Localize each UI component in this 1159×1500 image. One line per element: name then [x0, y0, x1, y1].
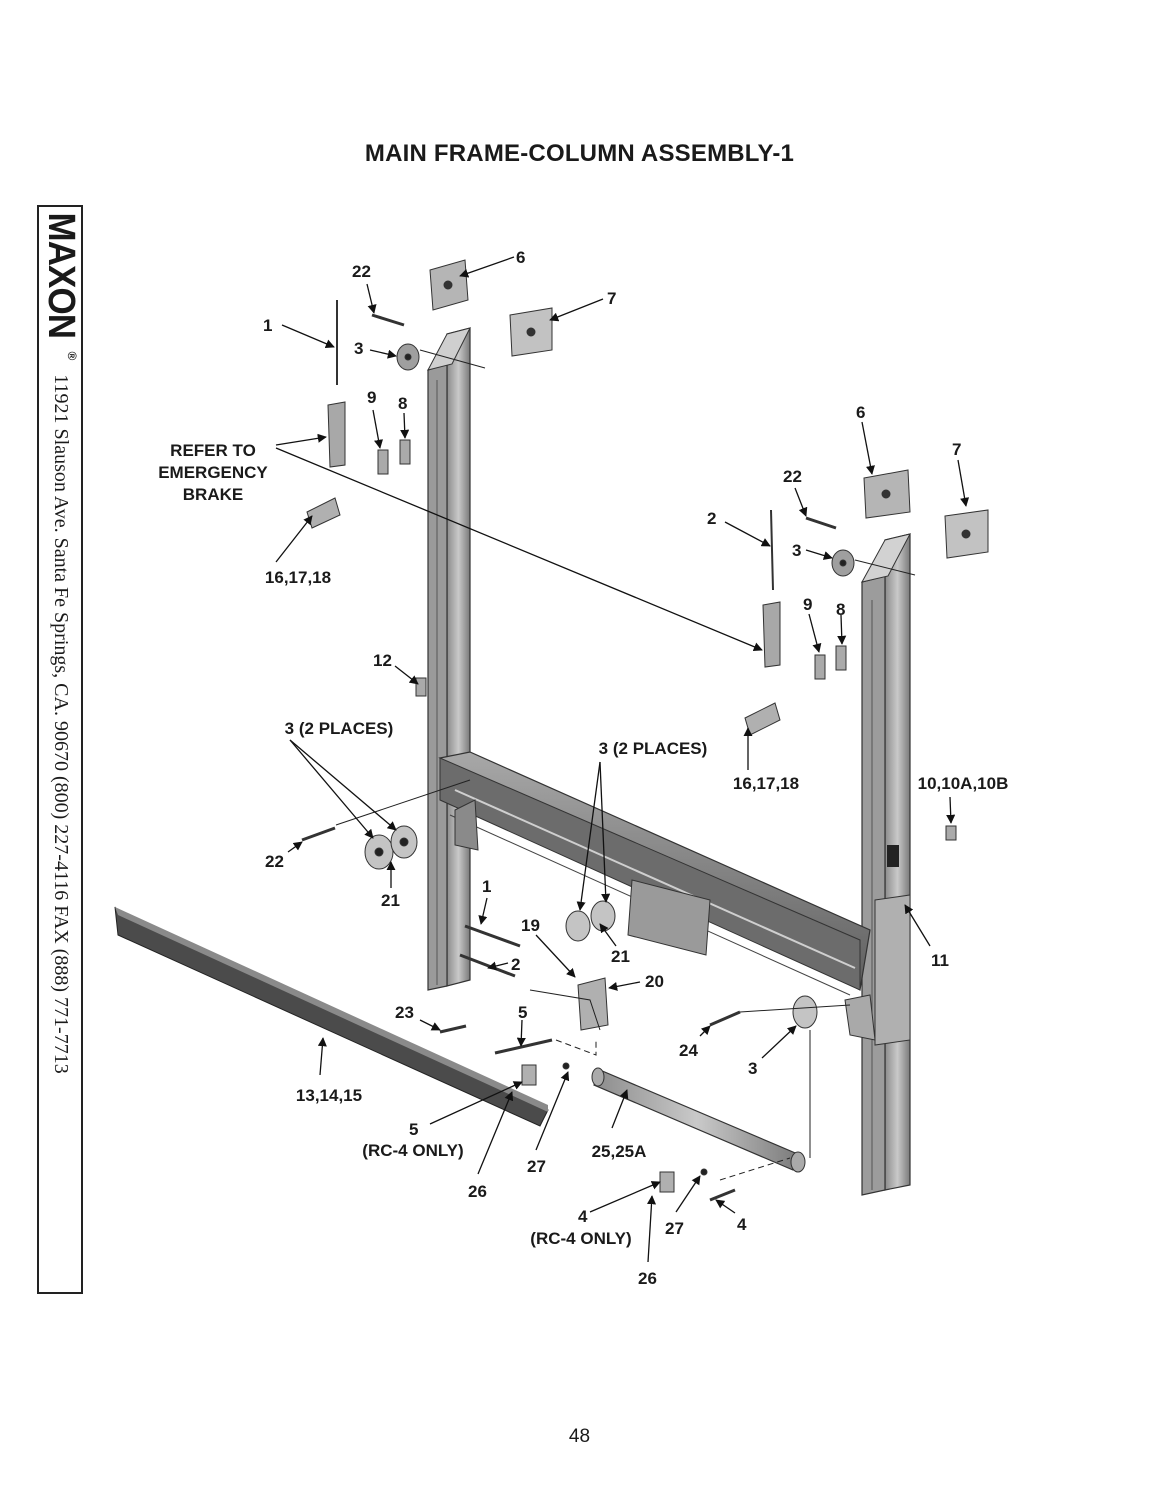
- callout-5-rc4: 5: [409, 1120, 418, 1139]
- refer-to-line-3: BRAKE: [183, 485, 243, 504]
- page-number: 48: [568, 1426, 591, 1447]
- callout-8-right: 8: [836, 600, 845, 619]
- callout-1-top: 1: [263, 316, 272, 335]
- callout-3-top-right: 3: [792, 541, 801, 560]
- callout-4-rc4: 4: [578, 1207, 588, 1226]
- callout-7-left: 7: [607, 289, 616, 308]
- callout-9-right: 9: [803, 595, 812, 614]
- callout-rc4-only-right: (RC-4 ONLY): [530, 1229, 631, 1248]
- callout-16-17-18-right: 16,17,18: [733, 774, 799, 793]
- callout-23: 23: [395, 1003, 414, 1022]
- callout-24: 24: [679, 1041, 698, 1060]
- assembly-lines: [335, 349, 916, 1181]
- callout-12: 12: [373, 651, 392, 670]
- sidebar-banner: MAXON ® 11921 Slauson Ave. Santa Fe Spri…: [37, 205, 83, 1294]
- callout-25-25a: 25,25A: [592, 1142, 647, 1161]
- callout-1-lower: 1: [482, 877, 491, 896]
- cross-beam: [438, 751, 876, 1041]
- left-column: [427, 327, 471, 991]
- callout-26-left: 26: [468, 1182, 487, 1201]
- callout-27-left: 27: [527, 1157, 546, 1176]
- callout-9-left: 9: [367, 388, 376, 407]
- callout-27-right: 27: [665, 1219, 684, 1238]
- page-title: MAIN FRAME-COLUMN ASSEMBLY-1: [364, 140, 795, 167]
- callout-10-10a-10b: 10,10A,10B: [918, 774, 1009, 793]
- callout-13-14-15: 13,14,15: [296, 1086, 362, 1105]
- runner-bar: [114, 906, 549, 1127]
- callout-3-lower-right: 3: [748, 1059, 757, 1078]
- callout-22-lower: 22: [265, 852, 284, 871]
- right-column: [861, 533, 911, 1196]
- callout-8-left: 8: [398, 394, 407, 413]
- hardware-parts: [301, 259, 989, 1202]
- leader-arrows: [275, 256, 970, 1263]
- callout-4-right: 4: [737, 1215, 747, 1234]
- callout-22-top-right: 22: [783, 467, 802, 486]
- callout-labels: 6 22 7 1 3 9 8 REFER TO EMERGENCY BRAKE …: [158, 248, 1008, 1288]
- callout-26-right: 26: [638, 1269, 657, 1288]
- callout-5-upper: 5: [518, 1003, 527, 1022]
- callout-7-right: 7: [952, 440, 961, 459]
- callout-rc4-only-left: (RC-4 ONLY): [362, 1141, 463, 1160]
- callout-22-top-left: 22: [352, 262, 371, 281]
- callout-6-right: 6: [856, 403, 865, 422]
- callout-20: 20: [645, 972, 664, 991]
- callout-2-top: 2: [707, 509, 716, 528]
- callout-6-left: 6: [516, 248, 525, 267]
- callout-3-2-places-left: 3 (2 PLACES): [285, 719, 394, 738]
- callout-3-2-places-right: 3 (2 PLACES): [599, 739, 708, 758]
- hydraulic-cylinder: [591, 1067, 806, 1173]
- refer-to-line-2: EMERGENCY: [158, 463, 268, 482]
- callout-19: 19: [521, 916, 540, 935]
- callout-2-lower: 2: [511, 955, 520, 974]
- callout-11: 11: [931, 951, 949, 970]
- callout-16-17-18-left: 16,17,18: [265, 568, 331, 587]
- callout-21-left: 21: [381, 891, 400, 910]
- callout-21-center: 21: [611, 947, 630, 966]
- callout-3-top-left: 3: [354, 339, 363, 358]
- refer-to-line-1: REFER TO: [170, 441, 256, 460]
